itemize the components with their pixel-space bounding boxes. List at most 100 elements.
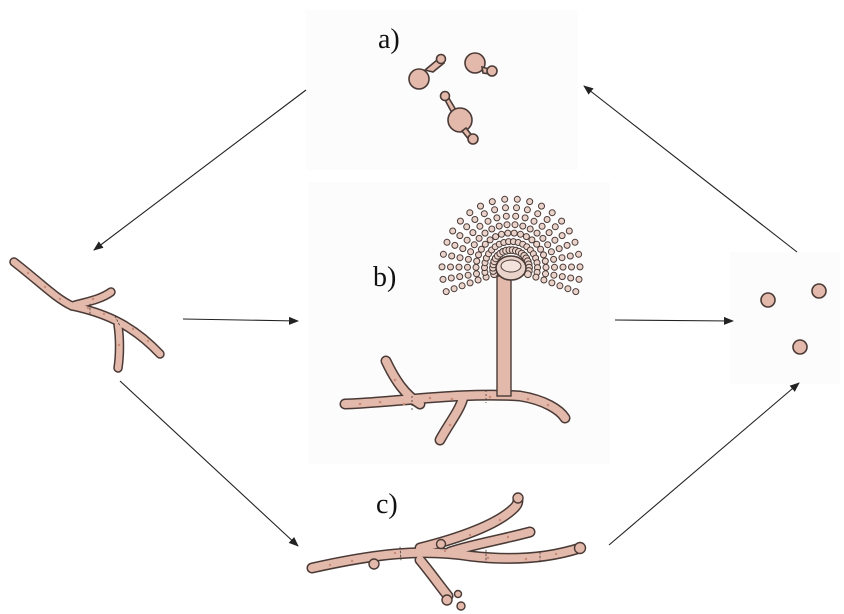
- conidium: [464, 237, 470, 243]
- conidium: [482, 230, 488, 236]
- conidium: [511, 230, 517, 236]
- conidium: [464, 224, 470, 230]
- conidium: [468, 249, 474, 255]
- arrow-hypha-to-b: [183, 319, 298, 321]
- conidium: [552, 224, 558, 230]
- conidium: [504, 222, 510, 228]
- conidium: [520, 223, 526, 229]
- conidium: [568, 275, 574, 281]
- conidium: [457, 218, 463, 224]
- conidium: [538, 246, 544, 252]
- arrow-a-to-hypha: [94, 90, 306, 250]
- conidium: [474, 271, 480, 277]
- conidium: [559, 233, 565, 239]
- conidium: [489, 199, 495, 205]
- conidium: [470, 230, 476, 236]
- conidium: [465, 256, 471, 262]
- conidium: [465, 272, 471, 278]
- conidium: [518, 231, 524, 237]
- conidium: [449, 253, 455, 259]
- conidium: [505, 230, 511, 236]
- conidium: [535, 211, 541, 217]
- conidium: [539, 203, 545, 209]
- conidium: [487, 237, 493, 243]
- label-a: a): [378, 26, 400, 54]
- conidium: [522, 215, 528, 221]
- conidium: [548, 249, 554, 255]
- conidium: [448, 264, 454, 270]
- conidium: [541, 277, 547, 283]
- conidium: [539, 223, 545, 229]
- conidium: [448, 275, 454, 281]
- conidium: [476, 235, 482, 241]
- conidium: [472, 217, 478, 223]
- conidium: [559, 274, 565, 280]
- conidium: [527, 226, 533, 232]
- conidium: [440, 276, 446, 282]
- conidium: [503, 213, 509, 219]
- conidium: [576, 276, 582, 282]
- conidium: [540, 235, 546, 241]
- conidium: [477, 223, 483, 229]
- conidium: [527, 199, 533, 205]
- conidium: [457, 233, 463, 239]
- conidium: [459, 283, 465, 289]
- branched-hyphae-icon: [312, 493, 586, 610]
- conidium: [569, 264, 575, 270]
- conidium: [489, 226, 495, 232]
- conidium: [567, 253, 573, 259]
- conidium: [467, 280, 473, 286]
- conidium: [512, 222, 518, 228]
- conidium: [523, 234, 529, 240]
- conidium: [543, 264, 549, 270]
- conidium: [552, 237, 558, 243]
- conidium: [514, 196, 520, 202]
- conidium: [551, 256, 557, 262]
- conidium: [443, 289, 449, 295]
- conidium: [524, 207, 530, 213]
- conidium: [476, 252, 482, 258]
- conidium: [456, 264, 462, 270]
- conidium: [533, 274, 539, 280]
- conidium: [471, 242, 477, 248]
- arrow-b-to-spores: [615, 320, 733, 321]
- conidium: [465, 264, 471, 270]
- conidium: [444, 239, 450, 245]
- conidium: [565, 286, 571, 292]
- conidium: [439, 264, 445, 270]
- conidium: [551, 272, 557, 278]
- conidium: [549, 280, 555, 286]
- conidium: [457, 255, 463, 261]
- conidium: [460, 246, 466, 252]
- label-c: c): [376, 491, 398, 519]
- conidium: [572, 239, 578, 245]
- arrow-spores-to-a: [584, 86, 797, 252]
- conidium: [543, 271, 549, 277]
- conidium: [451, 286, 457, 292]
- conidium: [549, 210, 555, 216]
- conidium: [545, 242, 551, 248]
- conidium: [531, 218, 537, 224]
- conidium: [503, 205, 509, 211]
- conidium: [452, 242, 458, 248]
- conidium: [473, 264, 479, 270]
- conidium: [514, 205, 520, 211]
- conidium: [474, 258, 480, 264]
- conidium: [467, 210, 473, 216]
- conidium: [577, 264, 583, 270]
- arrow-c-to-spores: [609, 383, 799, 545]
- conidium: [496, 223, 502, 229]
- conidium: [564, 242, 570, 248]
- conidium: [566, 228, 572, 234]
- conidium: [485, 218, 491, 224]
- conidium: [481, 211, 487, 217]
- conidium: [559, 218, 565, 224]
- conidium: [573, 289, 579, 295]
- conidium: [478, 203, 484, 209]
- conidium: [544, 217, 550, 223]
- conidium: [440, 251, 446, 257]
- conidium: [475, 277, 481, 283]
- conidium: [457, 274, 463, 280]
